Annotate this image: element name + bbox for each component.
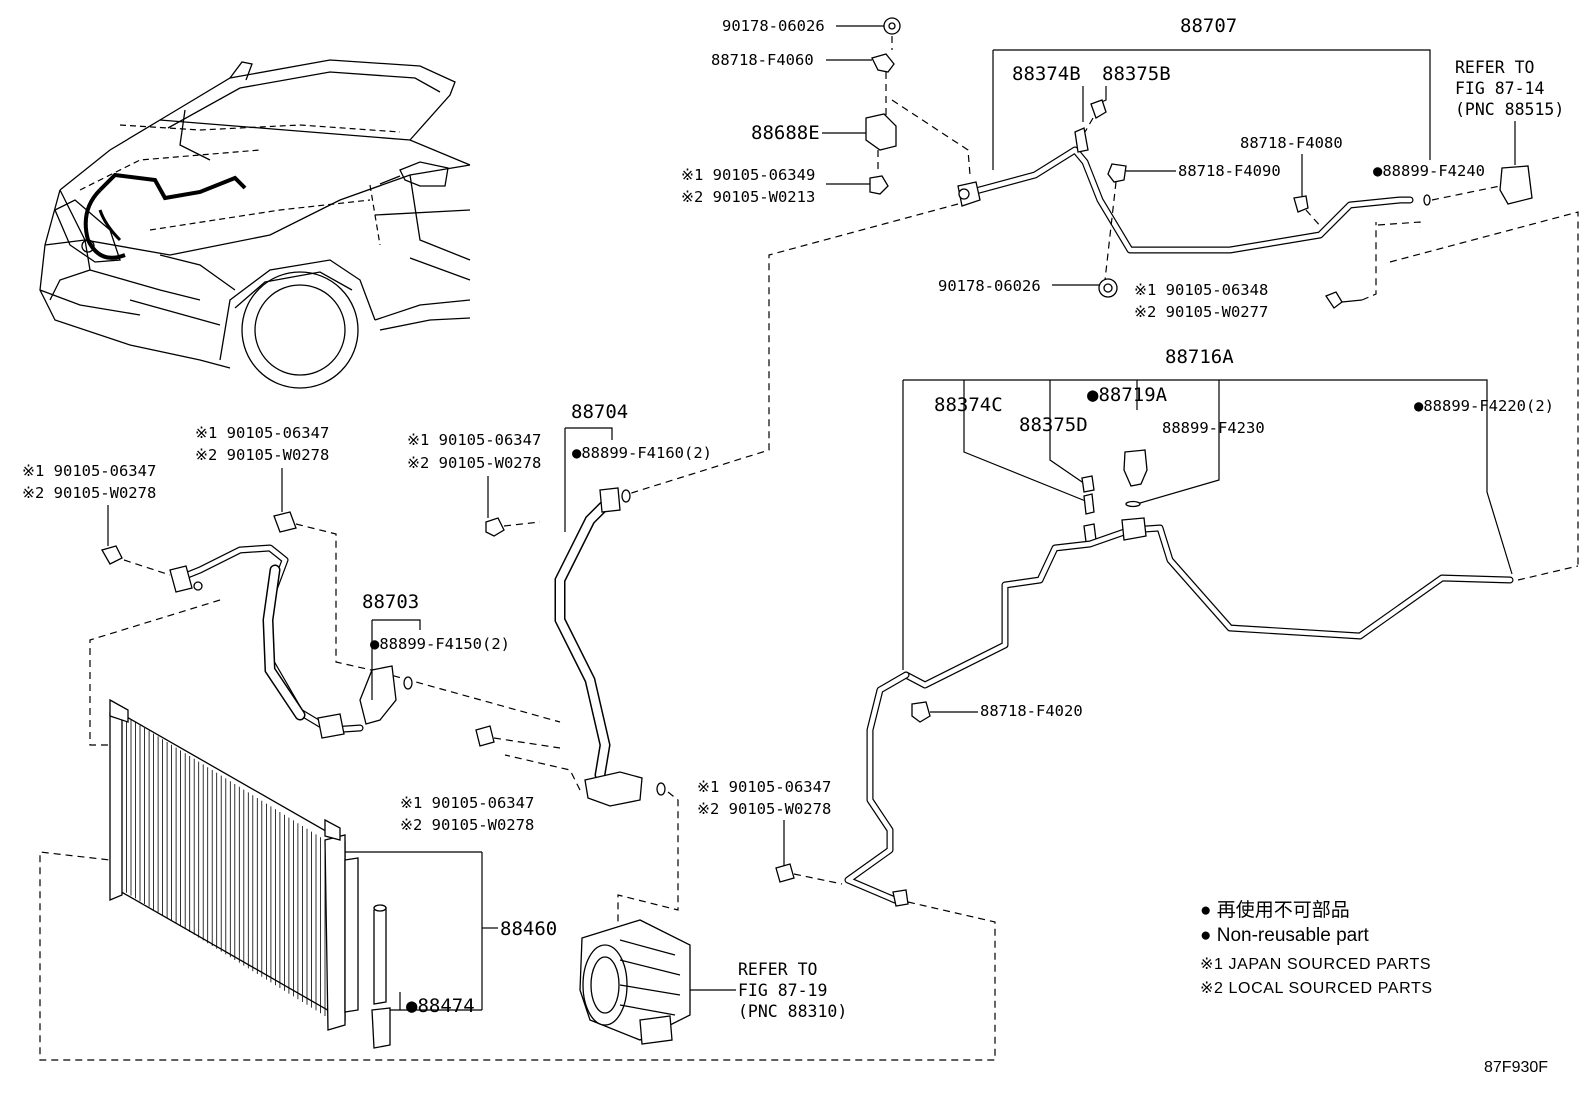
legend-non-reusable-jp: ● 再使用不可部品 — [1200, 899, 1350, 921]
part-label-90178-06026-top: 90178-06026 — [722, 17, 825, 35]
part-label-88374c: 88374C — [934, 394, 1003, 416]
part-label-90105-w0277: ※2 90105-W0277 — [1134, 303, 1268, 321]
part-label-88703: 88703 — [362, 591, 419, 613]
part-label-88704-bolt2: ※2 90105-W0278 — [407, 454, 541, 472]
vehicle-front-illustration — [39, 59, 471, 389]
part-label-90105-06348: ※1 90105-06348 — [1134, 281, 1268, 299]
clip-icon — [871, 53, 895, 73]
part-label-left-bolt1: ※1 90105-06347 — [22, 462, 156, 480]
part-label-88719a: ●88719A — [1087, 384, 1168, 406]
part-label-88899-f4150: ●88899-F4150(2) — [370, 635, 510, 653]
pipe-88707-group: 88707 88374B 88375B 88718-F4090 88718-F4… — [938, 15, 1579, 566]
bolt-icon — [1325, 291, 1343, 309]
refer-to-fig-87-14-line1: REFER TO — [1455, 58, 1534, 77]
part-label-88899-f4220: ●88899-F4220(2) — [1414, 397, 1554, 415]
refer-to-fig-87-14-line2: FIG 87-14 — [1455, 79, 1544, 98]
part-label-88460: 88460 — [500, 918, 557, 940]
refer-to-fig-87-14-line3: (PNC 88515) — [1455, 100, 1564, 119]
part-label-88707: 88707 — [1180, 15, 1237, 37]
part-label-mid-bolt1: ※1 90105-06347 — [195, 424, 329, 442]
part-label-88375d: 88375D — [1019, 414, 1088, 436]
legend: ● 再使用不可部品 ● Non-reusable part ※1 JAPAN S… — [1200, 899, 1433, 997]
part-label-88704: 88704 — [571, 401, 628, 423]
part-label-88899-f4160: ●88899-F4160(2) — [572, 444, 712, 462]
refer-to-fig-87-19-line2: FIG 87-19 — [738, 981, 827, 1000]
part-label-90105-06349: ※1 90105-06349 — [681, 166, 815, 184]
bolt-icon — [101, 545, 123, 565]
bolt-icon — [273, 511, 297, 533]
part-label-88899-f4230: 88899-F4230 — [1162, 419, 1265, 437]
legend-japan-sourced: ※1 JAPAN SOURCED PARTS — [1200, 956, 1431, 973]
bolt-icon — [775, 863, 795, 883]
pipe-88716a-group: 88716A 88374C 88375D ●88719A 88899-F4230… — [39, 346, 1579, 1061]
expansion-valve-icon — [1499, 165, 1533, 205]
part-label-88899-f4240: ●88899-F4240 — [1373, 162, 1485, 180]
part-label-right-bolt2: ※2 90105-W0278 — [697, 800, 831, 818]
bolt-icon — [485, 517, 505, 537]
condenser-88460: 88460 ●88474 — [109, 698, 557, 1049]
legend-non-reusable-en: ● Non-reusable part — [1200, 925, 1370, 946]
part-label-right-bolt1: ※1 90105-06347 — [697, 778, 831, 796]
part-label-mid-bolt2: ※2 90105-W0278 — [195, 446, 329, 464]
part-label-low-bolt1: ※1 90105-06347 — [400, 794, 534, 812]
part-label-88375b: 88375B — [1102, 63, 1171, 85]
bracket-icon — [865, 113, 897, 151]
right-bolt-group: ※1 90105-06347 ※2 90105-W0278 — [697, 778, 843, 885]
part-label-90178-06026-mid: 90178-06026 — [938, 277, 1041, 295]
part-label-88718-f4020: 88718-F4020 — [980, 702, 1083, 720]
part-label-low-bolt2: ※2 90105-W0278 — [400, 816, 534, 834]
bolt-icon — [869, 175, 889, 195]
part-label-88716a: 88716A — [1165, 346, 1234, 368]
part-label-88718-f4060: 88718-F4060 — [711, 51, 814, 69]
refer-to-fig-87-19-line3: (PNC 88310) — [738, 1002, 847, 1021]
part-label-left-bolt2: ※2 90105-W0278 — [22, 484, 156, 502]
part-label-88688e: 88688E — [751, 122, 820, 144]
upper-bracket-group: 90178-06026 88718-F4060 88688E ※1 90105-… — [681, 17, 971, 206]
part-label-88704-bolt1: ※1 90105-06347 — [407, 431, 541, 449]
legend-local-sourced: ※2 LOCAL SOURCED PARTS — [1200, 980, 1433, 997]
part-label-88374b: 88374B — [1012, 63, 1081, 85]
refer-to-fig-87-19-line1: REFER TO — [738, 960, 817, 979]
part-label-88474: ●88474 — [406, 995, 475, 1017]
part-label-90105-w0213: ※2 90105-W0213 — [681, 188, 815, 206]
valve-cap-icon — [1090, 99, 1107, 119]
figure-code: 87F930F — [1484, 1059, 1548, 1076]
part-label-88718-f4090: 88718-F4090 — [1178, 162, 1281, 180]
hose-88704-group: 88704 ※1 90105-06347 ※2 90105-W0278 ●888… — [407, 401, 712, 935]
part-label-88718-f4080: 88718-F4080 — [1240, 134, 1343, 152]
compressor-illustration: REFER TO FIG 87-19 (PNC 88310) — [579, 919, 847, 1045]
hose-88703-group: ※1 90105-06347 ※2 90105-W0278 ※1 90105-0… — [22, 424, 561, 834]
pressure-switch-icon — [1123, 449, 1148, 487]
bolt-icon — [475, 725, 495, 747]
